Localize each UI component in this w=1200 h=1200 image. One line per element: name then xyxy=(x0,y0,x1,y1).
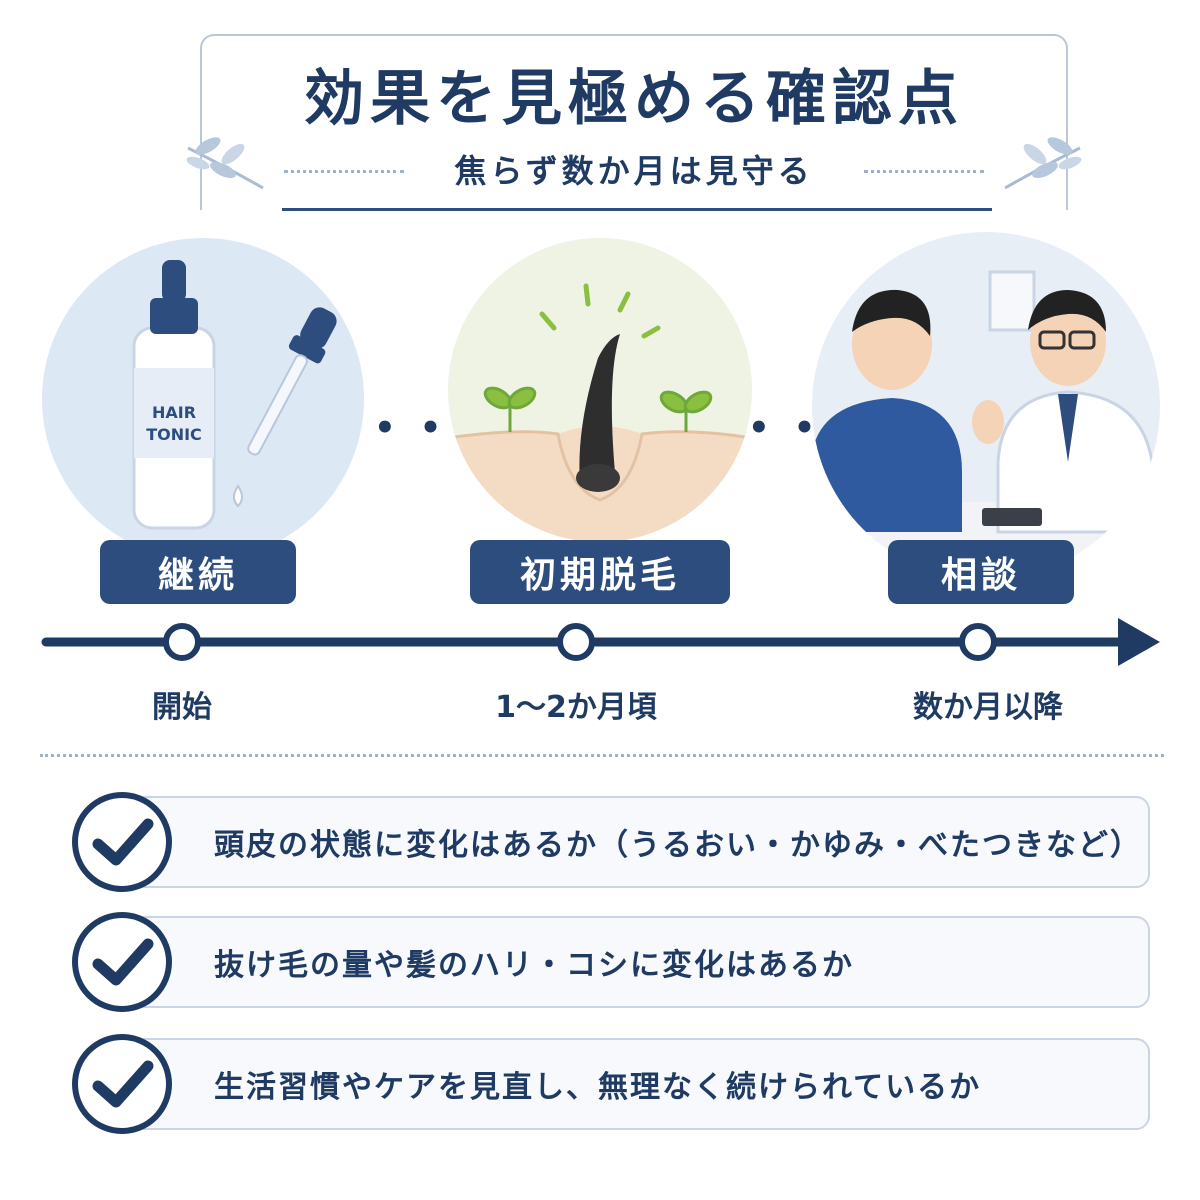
checklist-text-2: 抜け毛の量や髪のハリ・コシに変化はあるか xyxy=(214,948,854,983)
checklist-card-1 xyxy=(130,796,1150,888)
consultation-icon xyxy=(812,270,1160,580)
timeline-label-late: 数か月以降 xyxy=(913,690,1063,725)
timeline-arrow xyxy=(41,618,1160,666)
title-frame xyxy=(200,34,1068,210)
stage-label-continue: 継続 xyxy=(100,540,296,604)
title-underline xyxy=(282,208,992,211)
timeline-point-start xyxy=(163,623,201,661)
check-icon xyxy=(72,912,172,1012)
page-title: 効果を見極める確認点 xyxy=(304,64,964,134)
timeline-label-mid: 1〜2か月頃 xyxy=(495,690,657,725)
timeline-point-late xyxy=(959,623,997,661)
bottle-text-tonic: TONIC xyxy=(146,425,202,444)
timeline-label-start: 開始 xyxy=(152,690,212,725)
hair-sprout-icon xyxy=(448,283,752,542)
leaf-right-icon xyxy=(1004,137,1082,190)
stage-shedding-illustration xyxy=(448,238,752,542)
checklist-text-1: 頭皮の状態に変化はあるか（うるおい・かゆみ・べたつきなど） xyxy=(214,828,1142,863)
section-divider xyxy=(40,754,1164,757)
checklist-card-3 xyxy=(130,1038,1150,1130)
checklist-text-3: 生活習慣やケアを見直し、無理なく続けられているか xyxy=(214,1070,982,1105)
stage-label-consult: 相談 xyxy=(888,540,1074,604)
stage-label-shedding: 初期脱毛 xyxy=(470,540,730,604)
page-subtitle: 焦らず数か月は見守る xyxy=(454,152,814,190)
checklist-card-2 xyxy=(130,916,1150,1008)
stage-consult-illustration xyxy=(812,232,1160,580)
bottle-text-hair: HAIR xyxy=(151,403,197,422)
check-icon xyxy=(72,792,172,892)
subtitle-dots-left xyxy=(284,170,404,173)
check-icon xyxy=(72,1034,172,1134)
leaf-left-icon xyxy=(186,137,264,190)
subtitle-dots-right xyxy=(864,170,984,173)
timeline-point-mid xyxy=(557,623,595,661)
hair-tonic-bottle-icon xyxy=(132,260,337,530)
stage-continue-illustration: HAIR TONIC xyxy=(42,238,364,560)
